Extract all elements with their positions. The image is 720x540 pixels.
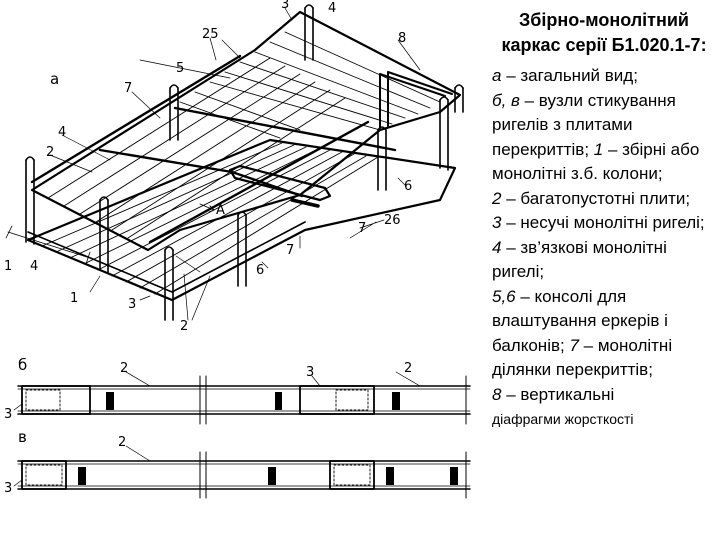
callout-7-mid: 7: [286, 243, 294, 258]
upper-slab-outline: [30, 10, 462, 252]
cantilever-hatch: [290, 198, 320, 208]
lower-edge-beam: [27, 221, 306, 293]
b-right-rebar-cage: [335, 389, 369, 411]
callout-6-low: 6: [256, 263, 264, 278]
v-inner-line: [17, 463, 471, 487]
callout-2-low: 2: [180, 319, 188, 334]
callout-A: А: [216, 203, 225, 218]
top-dimension-line: [139, 59, 231, 79]
legend-item-5-6: 5,6 – консолі для влаштування еркерів і …: [492, 286, 668, 355]
joint-detail-v: [13, 445, 471, 499]
caption-title: Збірно-монолітний каркас серії Б1.020.1-…: [501, 10, 707, 55]
v-right-rebar-cage: [333, 464, 371, 486]
callout-b-3: 3: [306, 365, 314, 380]
v-right-beam: [329, 460, 375, 490]
b-leaders: [13, 371, 421, 411]
view-label-b: б: [18, 356, 27, 374]
callout-7-left: 7: [124, 81, 132, 96]
callout-1-left: 1: [4, 259, 12, 274]
structural-frame-drawing: а б в 3 4 25 8 7 4 2 1 4 1 А 5 6 26 7 7 …: [4, 0, 471, 499]
callout-2-left: 2: [46, 145, 54, 160]
callout-4-left: 4: [58, 125, 66, 140]
b-joint-fill-1: [106, 392, 114, 410]
legend-item-1: 1 – збірні або монолітні з.б. колони;: [492, 139, 700, 184]
general-view: [5, 4, 464, 321]
callout-5: 5: [176, 61, 184, 76]
b-inner-line: [17, 388, 471, 412]
legend-item-4: 4 – зв’язкові монолітні ригелі;: [492, 237, 667, 282]
diaphragm-8: [379, 71, 453, 129]
v-break-marks: [199, 451, 467, 499]
v-joint-fill-1: [78, 467, 86, 485]
callout-25: 25: [202, 27, 219, 42]
legend-item-7: 7 – монолітні ділянки перекриттів;: [492, 335, 673, 380]
callout-7-right: 7: [358, 221, 366, 236]
callout-b-3-left: 3: [4, 407, 12, 422]
v-left-rebar-cage: [25, 464, 63, 486]
b-left-beam: [21, 385, 91, 415]
legend-item-2: 2 – багатопустотні плити;: [492, 188, 691, 208]
callout-8: 8: [398, 31, 406, 46]
callout-b-2a: 2: [120, 361, 128, 376]
figure-caption: Збірно-монолітний каркас серії Б1.020.1-…: [486, 0, 718, 540]
callout-3-low: 3: [128, 297, 136, 312]
callout-6-right: 6: [404, 179, 412, 194]
legend-item-b-v: б, в – вузли стикування ригелів з плитам…: [492, 90, 676, 159]
b-joint-fill-3: [275, 392, 282, 410]
v-left-beam: [21, 460, 67, 490]
view-label-a: а: [50, 70, 59, 88]
legend-item-3: 3 – несучі монолітні ригелі;: [492, 213, 705, 232]
b-joint-fill-2: [392, 392, 400, 410]
columns: [25, 7, 464, 321]
column-caps: [25, 4, 464, 251]
callout-3-top: 3: [281, 0, 289, 12]
view-label-v: в: [18, 428, 27, 446]
callout-4-top: 4: [328, 1, 336, 16]
legend-item-8: 8 – вертикальні: [492, 384, 615, 404]
lower-slab-outline: [26, 138, 457, 302]
section-arrow-A: [199, 203, 215, 213]
b-right-beam: [299, 385, 375, 415]
leader-lines: [49, 7, 421, 321]
b-left-rebar-cage: [25, 389, 61, 411]
callout-b-2b: 2: [404, 361, 412, 376]
v-joint-fill-2: [268, 467, 276, 485]
joint-detail-b: [13, 371, 471, 425]
callout-v-3-left: 3: [4, 481, 12, 496]
cantilever-section: [228, 164, 332, 202]
callout-26: 26: [384, 213, 401, 228]
caption-legend: а – загальний вид; б, в – вузли стикуван…: [492, 64, 716, 432]
callout-v-2: 2: [118, 435, 126, 450]
v-joint-fill-3: [386, 467, 394, 485]
v-joint-fill-4: [450, 467, 458, 485]
callout-1-lower: 1: [70, 291, 78, 306]
b-break-marks: [199, 375, 467, 425]
v-leaders: [13, 445, 151, 487]
dimension-line: [5, 225, 91, 265]
callout-4-lower-left: 4: [30, 259, 38, 274]
legend-item-a: а – загальний вид;: [492, 66, 638, 85]
legend-item-8-tail: діафрагми жорсткості: [492, 411, 634, 427]
